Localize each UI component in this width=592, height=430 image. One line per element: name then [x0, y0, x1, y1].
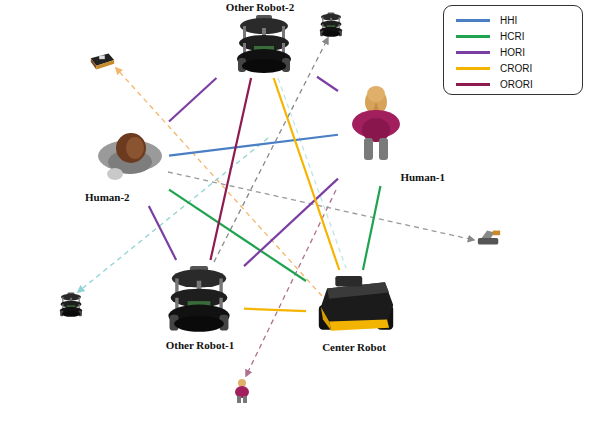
- interaction-line: [169, 135, 338, 156]
- trajectory: [116, 68, 322, 296]
- legend-label: CRORI: [500, 63, 532, 74]
- turtlebot-icon: [237, 15, 291, 73]
- agent-label: Human-1: [400, 170, 445, 184]
- legend-label: ORORI: [500, 79, 533, 90]
- agent-node: Center Robot: [308, 272, 400, 354]
- small-robot-icon: [478, 231, 500, 245]
- legend-row: HHI: [456, 12, 582, 28]
- turtlebot-icon: [168, 266, 229, 332]
- legend-label: HORI: [500, 47, 525, 58]
- agent-node: Human-1: [340, 72, 445, 184]
- agent-label: Other Robot-1: [166, 338, 235, 352]
- interaction-line: [274, 78, 340, 270]
- small-robot-icon: [91, 54, 114, 70]
- agent-node: Other Robot-1: [158, 262, 242, 352]
- interaction-line: [169, 78, 216, 122]
- agent-icons: [60, 12, 500, 403]
- legend-row: CRORI: [456, 60, 582, 76]
- interaction-line: [317, 77, 338, 91]
- interaction-line: [210, 78, 251, 260]
- legend-swatch: [456, 67, 490, 70]
- agent-node: Human-2: [85, 118, 167, 204]
- human-icon: [352, 86, 400, 160]
- legend-label: HHI: [500, 15, 517, 26]
- human-icon: [98, 133, 162, 180]
- agent-label: Center Robot: [322, 340, 386, 354]
- legend-swatch: [456, 51, 490, 54]
- legend-swatch: [456, 19, 490, 22]
- legend-label: HCRI: [500, 31, 524, 42]
- legend-row: HCRI: [456, 28, 582, 44]
- small-turtlebot-icon: [320, 12, 343, 36]
- motion-trajectories: [78, 38, 474, 376]
- small-turtlebot-icon: [60, 292, 83, 316]
- agent-label: Other Robot-2: [226, 0, 295, 14]
- interaction-line: [149, 206, 176, 260]
- small-human-icon: [235, 379, 249, 403]
- interaction-line: [363, 186, 380, 270]
- legend-swatch: [456, 83, 490, 86]
- legend-box: HHI HCRI HORI CRORI ORORI: [443, 5, 583, 95]
- agent-label: Human-2: [85, 190, 130, 204]
- agent-node: Other Robot-2: [205, 0, 315, 76]
- interaction-line: [169, 190, 306, 281]
- rover-icon: [319, 276, 393, 331]
- interaction-line: [244, 309, 306, 311]
- legend-row: ORORI: [456, 76, 582, 92]
- legend-swatch: [456, 35, 490, 38]
- legend-row: HORI: [456, 44, 582, 60]
